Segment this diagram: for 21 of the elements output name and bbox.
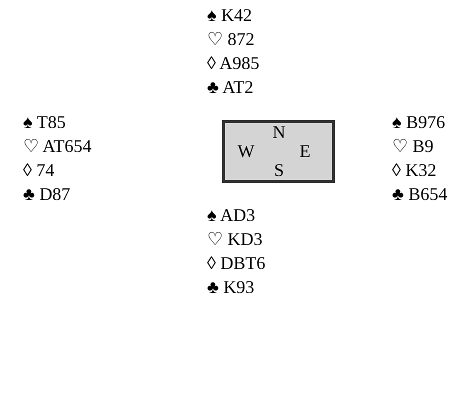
suit-holding: ♣ K93 xyxy=(207,278,254,296)
suit-holding: ♡ AT654 xyxy=(23,137,92,155)
suit-holding: ♠ B976 xyxy=(392,113,446,131)
suit-holding: ◊ DBT6 xyxy=(207,254,266,272)
seat-label: W xyxy=(238,142,254,160)
suit-holding: ◊ A985 xyxy=(207,54,260,72)
seat-label: E xyxy=(300,142,310,160)
suit-holding: ♠ T85 xyxy=(23,113,66,131)
suit-holding: ♠ K42 xyxy=(207,6,252,24)
suit-holding: ◊ 74 xyxy=(23,161,54,179)
suit-holding: ♠ AD3 xyxy=(207,206,256,224)
suit-holding: ♣ AT2 xyxy=(207,78,254,96)
suit-holding: ♡ B9 xyxy=(392,137,434,155)
card-table xyxy=(222,120,335,183)
suit-holding: ◊ K32 xyxy=(392,161,436,179)
suit-holding: ♡ KD3 xyxy=(207,230,262,248)
seat-label: S xyxy=(274,161,284,179)
suit-holding: ♣ B654 xyxy=(392,185,448,203)
suit-holding: ♣ D87 xyxy=(23,185,70,203)
suit-holding: ♡ 872 xyxy=(207,30,254,48)
seat-label: N xyxy=(272,123,286,141)
